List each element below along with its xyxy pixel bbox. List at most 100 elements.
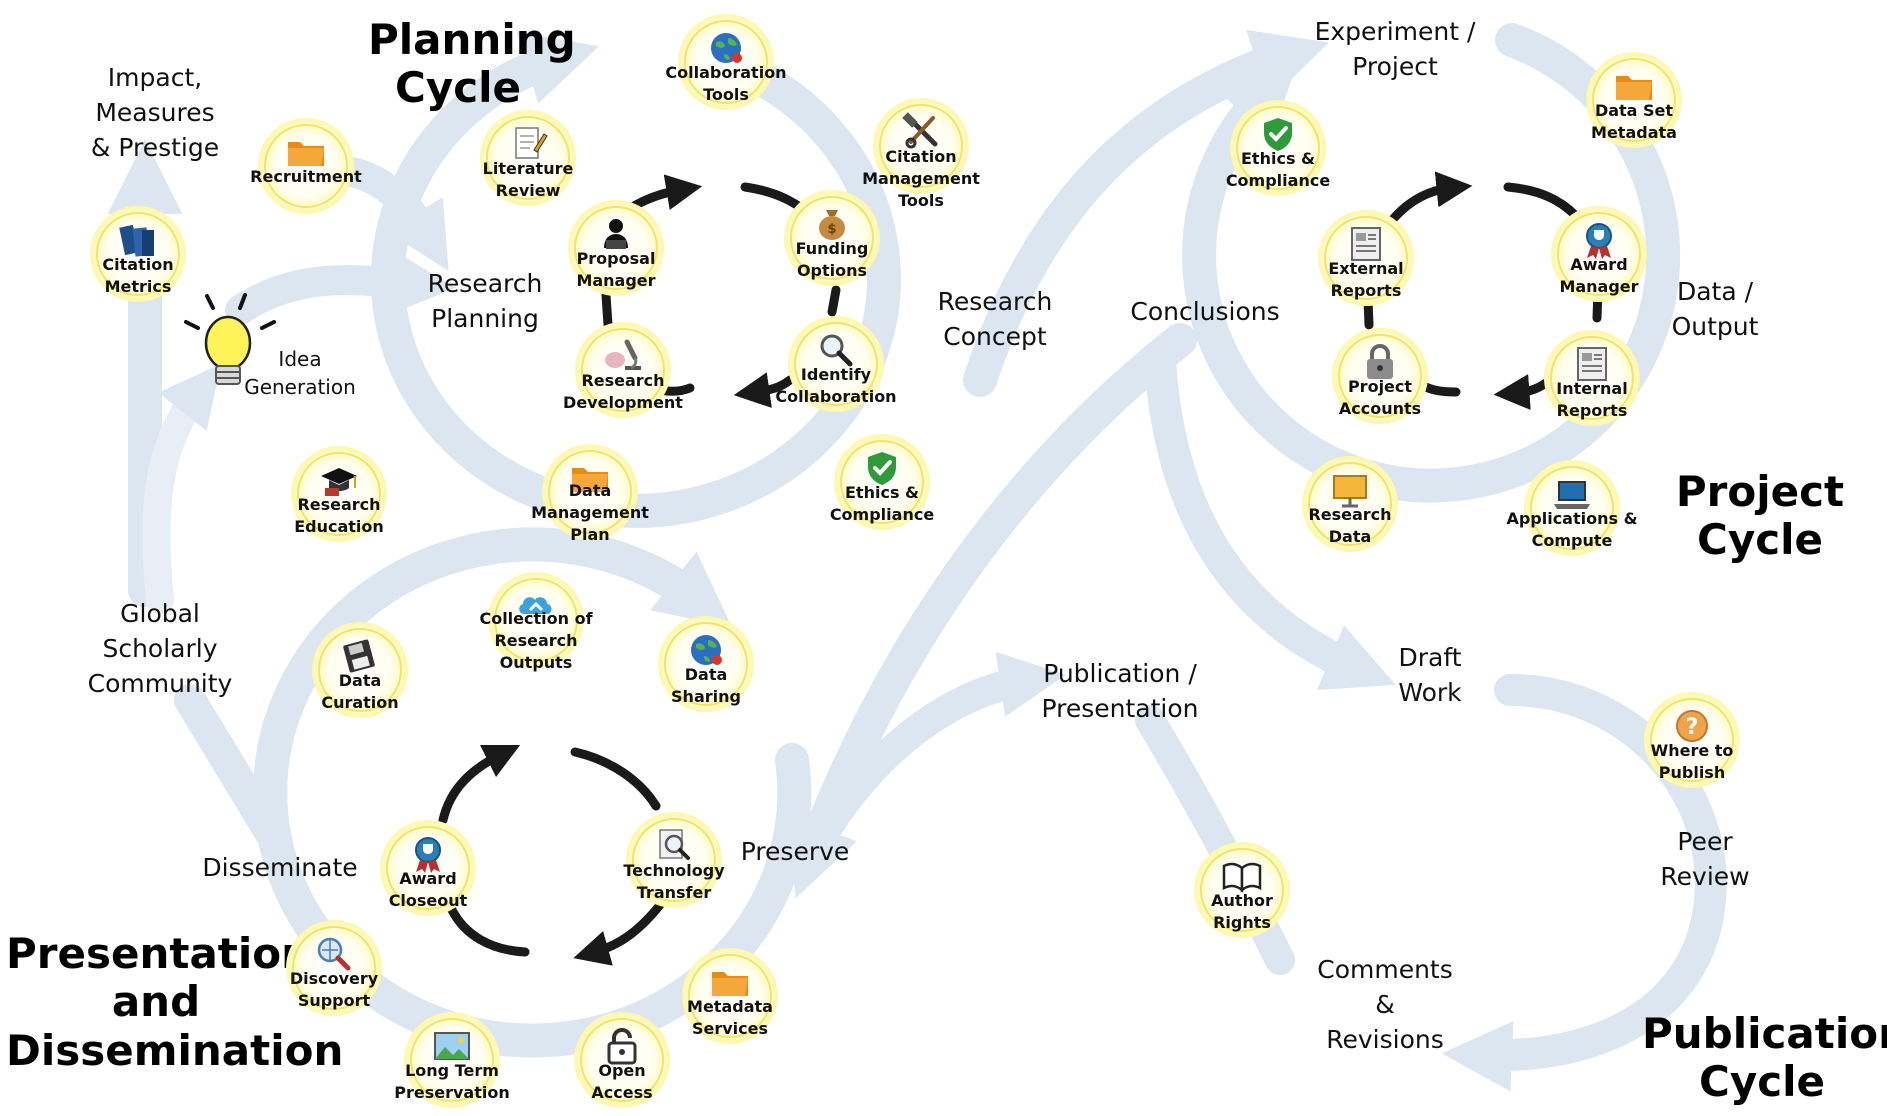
presentation-dissemination-title: Presentation and Dissemination: [6, 929, 344, 1075]
node-label: Discovery Support: [289, 969, 379, 1011]
planning-cycle-arrow-6: [601, 290, 613, 330]
project-cycle-title: Project Cycle: [1675, 467, 1845, 565]
stage-global-scholarly-community: Global Scholarly Community: [87, 599, 233, 698]
node-label: Data Curation: [321, 671, 399, 713]
node-label: Award Manager: [1559, 255, 1639, 297]
stage-draft-work: Draft Work: [1398, 643, 1462, 707]
stage-impact-measures-prestige: Impact, Measures & Prestige: [90, 63, 220, 162]
node-label: Citation Management Tools: [862, 147, 980, 211]
conclusions-to-preserve-flow: [786, 323, 1197, 899]
hammer-wrench-icon: [902, 112, 938, 149]
node-label: Literature Review: [482, 159, 574, 201]
node-label: Data Sharing: [671, 665, 741, 707]
cloud-icon: [519, 597, 552, 614]
node-label: Technology Transfer: [623, 861, 725, 903]
planning-cycle-arrow-4: [733, 372, 795, 408]
node-label: Long Term Preservation: [394, 1061, 510, 1103]
globe-icon: [711, 33, 742, 63]
node-label: Author Rights: [1211, 891, 1273, 933]
node-label: Citation Metrics: [102, 255, 174, 297]
stage-experiment-project: Experiment / Project: [1314, 17, 1476, 81]
graduation-cap-icon: [321, 468, 357, 496]
padlock-icon: [1367, 343, 1393, 379]
floppy-disk-icon: [343, 639, 375, 673]
project-cycle-arrow-2: [1503, 182, 1580, 220]
stage-research-planning: Research Planning: [427, 269, 543, 333]
stage-disseminate: Disseminate: [202, 853, 358, 882]
open-book-icon: [1222, 862, 1262, 893]
light-bulb-icon: [184, 293, 276, 385]
node-label: Collaboration Tools: [665, 63, 787, 105]
preserve-to-publication-flow: [805, 651, 1066, 855]
community-to-idea-flow: [142, 363, 221, 614]
node-label: Applications & Compute: [1506, 509, 1638, 551]
stage-data-output: Data / Output: [1671, 277, 1759, 341]
report-icon: [1351, 227, 1381, 261]
folder-icon: [712, 972, 748, 996]
publication-cycle-flow: [1441, 674, 1727, 1092]
magnifier-globe-icon: [317, 937, 351, 971]
conclusions-to-draft-flow: [1144, 344, 1396, 691]
stage-preserve: Preserve: [740, 837, 850, 866]
node-label: Ethics & Compliance: [829, 483, 935, 525]
stage-research-concept: Research Concept: [937, 287, 1053, 351]
planning-cycle-title: Planning Cycle: [368, 15, 576, 113]
node-label: Metadata Services: [687, 997, 773, 1039]
concept-to-experiment-flow: [963, 29, 1329, 397]
node-label: Where to Publish: [1650, 741, 1734, 783]
folder-icon: [1616, 76, 1652, 100]
community-to-disseminate-flow: [174, 684, 291, 856]
svg-text:?: ?: [1686, 715, 1699, 740]
stage-conclusions: Conclusions: [1130, 297, 1280, 326]
node-label: Identify Collaboration: [775, 365, 897, 407]
open-padlock-icon: [607, 1027, 637, 1065]
node-label: Ethics & Compliance: [1225, 149, 1331, 191]
globe-icon: [691, 635, 722, 665]
stage-peer-review: Peer Review: [1660, 827, 1750, 891]
money-bag-icon: $: [819, 210, 845, 240]
node-label: Project Accounts: [1338, 377, 1422, 419]
shield-check-icon: [1264, 118, 1292, 151]
shield-check-icon: [868, 452, 896, 485]
node-label: Recruitment: [250, 167, 362, 186]
node-label: Proposal Manager: [576, 249, 656, 291]
planning-cycle-arrow-3: [827, 285, 841, 317]
node-label: Internal Reports: [1556, 379, 1628, 421]
dissemination-cycle-arrow-3: [573, 900, 665, 966]
node-label: Award Closeout: [388, 869, 468, 911]
landscape-picture-icon: [434, 1032, 470, 1060]
stage-publication-presentation: Publication / Presentation: [1041, 659, 1199, 723]
dissemination-cycle-arrow-4: [447, 905, 530, 957]
node-label: Research Data: [1308, 505, 1392, 547]
laptop-icon: [1554, 481, 1590, 509]
document-pencil-icon: [515, 127, 548, 159]
node-label: Research Development: [563, 371, 683, 413]
dissemination-cycle-arrow-2: [570, 747, 661, 811]
stage-idea-generation: Idea Generation: [244, 347, 356, 399]
dissemination-inner-cycle: [438, 744, 665, 966]
folder-icon: [288, 142, 324, 166]
magnifier-icon: [820, 334, 853, 367]
stage-comments-revisions: Comments & Revisions: [1317, 955, 1453, 1054]
node-label: Collection of Research Outputs: [479, 609, 593, 673]
report-icon: [1577, 347, 1607, 381]
person-icon: [604, 219, 628, 249]
publication-cycle-title: Publication Cycle: [1642, 1009, 1887, 1107]
folder-icon: [572, 468, 608, 492]
award-trophy-icon: [1586, 223, 1612, 259]
question-mark-icon: ?: [1676, 710, 1708, 742]
presentation-board-icon: [1333, 475, 1367, 508]
project-cycle-arrow-1: [1389, 171, 1473, 223]
idea-to-planning-flow: [225, 249, 456, 325]
project-flow-ring: [1182, 23, 1681, 503]
node-label: Funding Options: [795, 239, 869, 281]
award-trophy-icon: [415, 837, 441, 873]
svg-text:$: $: [827, 222, 836, 237]
node-label: Open Access: [591, 1061, 653, 1103]
books-icon: [119, 224, 154, 257]
microscope-icon: [605, 339, 641, 370]
node-label: External Reports: [1328, 259, 1404, 301]
node-label: Data Management Plan: [531, 481, 649, 545]
dissemination-cycle-arrow-1: [438, 744, 521, 825]
node-label: Data Set Metadata: [1591, 101, 1677, 143]
